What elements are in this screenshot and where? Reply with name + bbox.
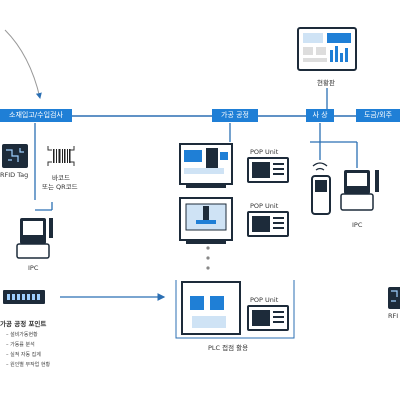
pop-unit-icon-3 bbox=[247, 305, 289, 331]
rfid-tag-icon-right bbox=[388, 287, 400, 309]
point-item: – 설비가동현황 bbox=[6, 332, 38, 338]
entry-arrow bbox=[4, 29, 42, 99]
ellipsis-dot bbox=[206, 256, 210, 260]
ipc-left-label: IPC bbox=[28, 264, 39, 272]
process-tag-finishing: 사 상 bbox=[306, 109, 334, 122]
point-item: – 원인별 무작업 현황 bbox=[6, 362, 51, 368]
pop-unit-label-2: POP Unit bbox=[250, 202, 279, 210]
ipc-terminal-icon-right bbox=[340, 170, 379, 211]
points-title: 가공 공정 포인트 bbox=[0, 320, 47, 328]
machine-icon-2 bbox=[179, 197, 233, 244]
point-item: – 가동률 분석 bbox=[6, 342, 35, 348]
plc-caption: PLC 접점 활용 bbox=[208, 344, 249, 352]
ipc-terminal-icon-left bbox=[16, 218, 53, 259]
barcode-icon bbox=[47, 146, 75, 166]
rfid-tag-icon bbox=[2, 144, 28, 168]
dashboard-label: 현황판 bbox=[317, 79, 335, 87]
rfid-tag-label: RFID Tag bbox=[0, 171, 29, 179]
plc-bracket bbox=[175, 280, 295, 339]
ipc-right-label: IPC bbox=[352, 221, 363, 229]
process-tag-plating: 도금/외주 bbox=[356, 109, 400, 122]
ellipsis-dot bbox=[206, 266, 210, 270]
rfid-right-label: RFI bbox=[388, 312, 399, 320]
process-tag-receiving: 소재입고/수입검사 bbox=[0, 109, 72, 122]
point-device-icon bbox=[3, 290, 45, 304]
pop-unit-label-1: POP Unit bbox=[250, 148, 279, 156]
pop-unit-icon-1 bbox=[247, 157, 289, 183]
pop-unit-label-3: POP Unit bbox=[250, 296, 279, 304]
pop-unit-icon-2 bbox=[247, 211, 289, 237]
dashboard-monitor-icon bbox=[297, 27, 357, 71]
rfid-reader-icon bbox=[311, 162, 331, 215]
process-tag-machining: 가공 공정 bbox=[212, 109, 258, 122]
machine-icon-1 bbox=[179, 143, 233, 188]
barcode-label-1: 바코드 bbox=[52, 174, 70, 182]
machine-icon-3 bbox=[181, 281, 241, 335]
barcode-label-2: 또는 QR코드 bbox=[42, 183, 78, 191]
point-item: – 실적 자동 집계 bbox=[6, 352, 41, 358]
ellipsis-dot bbox=[206, 246, 210, 250]
